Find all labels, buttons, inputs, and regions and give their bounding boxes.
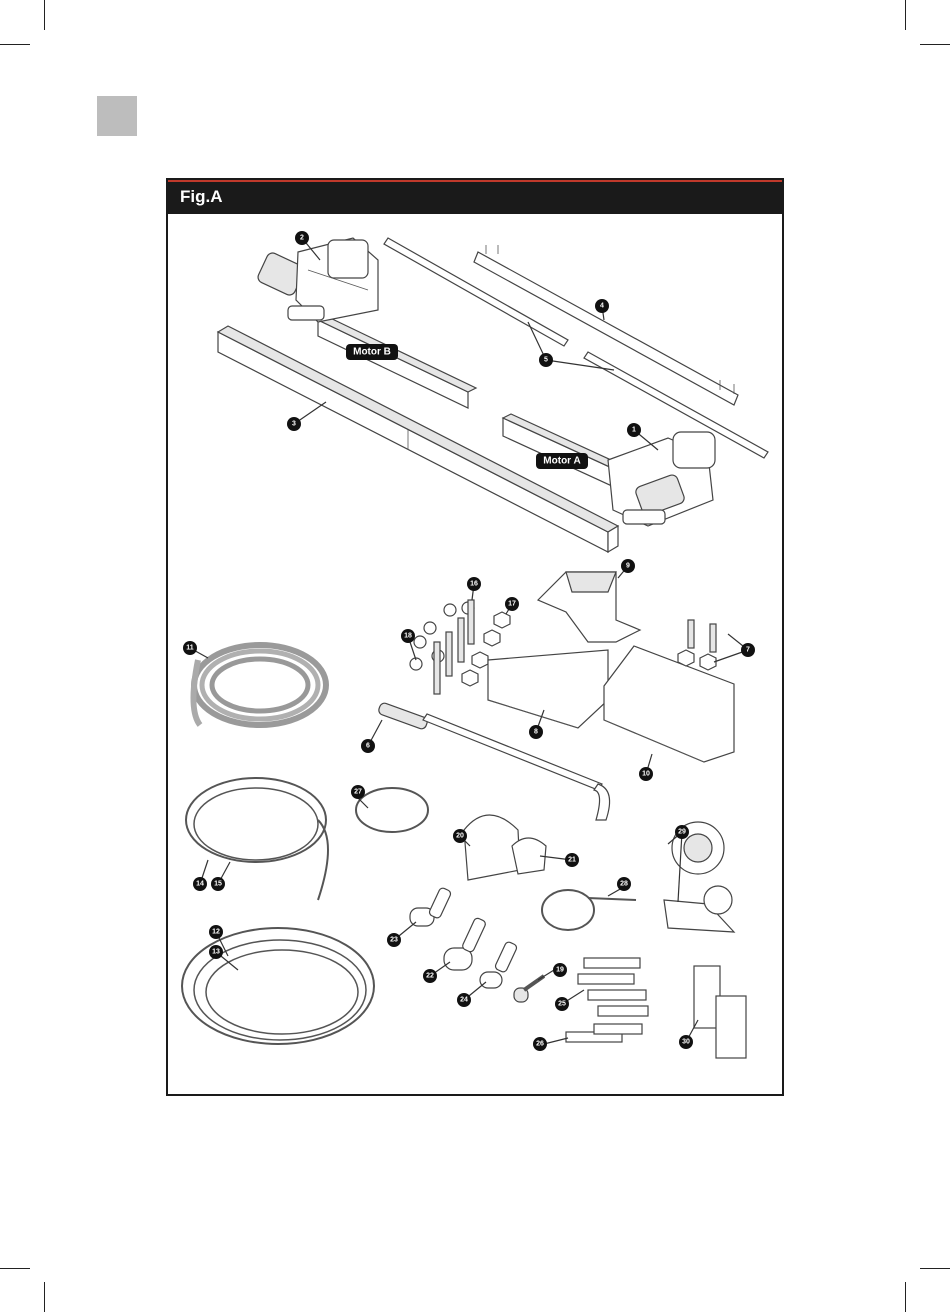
part-cable-12-13 xyxy=(182,928,374,1044)
callout-20: 20 xyxy=(453,829,467,843)
crop-mark-br-h xyxy=(920,1268,950,1269)
callout-16: 16 xyxy=(467,577,481,591)
callout-26: 26 xyxy=(533,1037,547,1051)
callout-4: 4 xyxy=(595,299,609,313)
callout-6: 6 xyxy=(361,739,375,753)
part-motor-b xyxy=(256,238,378,322)
callout-25: 25 xyxy=(555,997,569,1011)
callout-10: 10 xyxy=(639,767,653,781)
callout-12: 12 xyxy=(209,925,223,939)
svg-text:Motor A: Motor A xyxy=(543,456,580,467)
svg-text:19: 19 xyxy=(556,967,564,974)
svg-text:24: 24 xyxy=(460,997,468,1004)
section-tab xyxy=(97,96,137,136)
callout-27: 27 xyxy=(351,785,365,799)
callout-9: 9 xyxy=(621,559,635,573)
svg-text:26: 26 xyxy=(536,1041,544,1048)
crop-mark-bl-h xyxy=(0,1268,30,1269)
svg-text:23: 23 xyxy=(390,937,398,944)
svg-text:21: 21 xyxy=(568,857,576,864)
callout-22: 22 xyxy=(423,969,437,983)
svg-text:3: 3 xyxy=(292,421,296,428)
crop-mark-tr-v xyxy=(905,0,906,30)
part-screw-19 xyxy=(514,976,544,1002)
svg-text:17: 17 xyxy=(508,601,516,608)
callout-18: 18 xyxy=(401,629,415,643)
svg-text:13: 13 xyxy=(212,949,220,956)
part-plate-8 xyxy=(488,650,608,728)
svg-text:7: 7 xyxy=(746,647,750,654)
svg-text:27: 27 xyxy=(354,789,362,796)
svg-text:16: 16 xyxy=(470,581,478,588)
svg-text:12: 12 xyxy=(212,929,220,936)
crop-mark-bl-v xyxy=(44,1282,45,1312)
svg-text:2: 2 xyxy=(300,235,304,242)
callout-23: 23 xyxy=(387,933,401,947)
part-markers-25 xyxy=(578,958,648,1016)
svg-text:25: 25 xyxy=(558,1001,566,1008)
part-bolts-7 xyxy=(678,620,716,670)
callout-1: 1 xyxy=(627,423,641,437)
callout-13: 13 xyxy=(209,945,223,959)
figure-panel: Fig.A xyxy=(166,178,784,1096)
svg-text:5: 5 xyxy=(544,357,548,364)
callout-21: 21 xyxy=(565,853,579,867)
callout-29: 29 xyxy=(675,825,689,839)
part-bracket-9 xyxy=(538,572,640,642)
callout-19: 19 xyxy=(553,963,567,977)
svg-text:28: 28 xyxy=(620,881,628,888)
label-motor-b: Motor B xyxy=(346,344,398,360)
crop-mark-tl-v xyxy=(44,0,45,30)
crop-mark-tr-h xyxy=(920,44,950,45)
part-clamp-20 xyxy=(464,815,520,880)
part-tubes-30 xyxy=(694,966,746,1058)
callout-3: 3 xyxy=(287,417,301,431)
crop-mark-tl-h xyxy=(0,44,30,45)
callout-7: 7 xyxy=(741,643,755,657)
crop-mark-br-v xyxy=(905,1282,906,1312)
svg-text:4: 4 xyxy=(600,303,604,310)
callout-11: 11 xyxy=(183,641,197,655)
svg-text:20: 20 xyxy=(456,833,464,840)
svg-text:11: 11 xyxy=(186,645,194,652)
part-corrugated-hose xyxy=(193,645,326,725)
callout-28: 28 xyxy=(617,877,631,891)
svg-text:30: 30 xyxy=(682,1039,690,1046)
svg-text:29: 29 xyxy=(678,829,686,836)
part-motor-a xyxy=(608,432,715,526)
callout-2: 2 xyxy=(295,231,309,245)
part-markers-26 xyxy=(566,1024,642,1042)
part-cable-14-15 xyxy=(186,778,328,900)
svg-text:15: 15 xyxy=(214,881,222,888)
svg-text:8: 8 xyxy=(534,729,538,736)
svg-text:1: 1 xyxy=(632,427,636,434)
part-motor-a-bar xyxy=(474,245,738,405)
parts-illustration: Motor B Motor A xyxy=(168,180,782,1094)
part-cable-tie-27 xyxy=(356,788,428,832)
svg-text:10: 10 xyxy=(642,771,650,778)
callout-5: 5 xyxy=(539,353,553,367)
callout-24: 24 xyxy=(457,993,471,1007)
callout-14: 14 xyxy=(193,877,207,891)
svg-text:Motor B: Motor B xyxy=(353,347,391,358)
svg-text:9: 9 xyxy=(626,563,630,570)
part-cable-tie-28 xyxy=(542,890,636,930)
svg-text:14: 14 xyxy=(196,881,204,888)
svg-text:18: 18 xyxy=(404,633,412,640)
svg-text:22: 22 xyxy=(426,973,434,980)
label-motor-a: Motor A xyxy=(536,453,588,469)
part-cross-bars xyxy=(384,238,768,458)
callout-8: 8 xyxy=(529,725,543,739)
callout-15: 15 xyxy=(211,877,225,891)
callout-30: 30 xyxy=(679,1035,693,1049)
callout-17: 17 xyxy=(505,597,519,611)
svg-text:6: 6 xyxy=(366,743,370,750)
